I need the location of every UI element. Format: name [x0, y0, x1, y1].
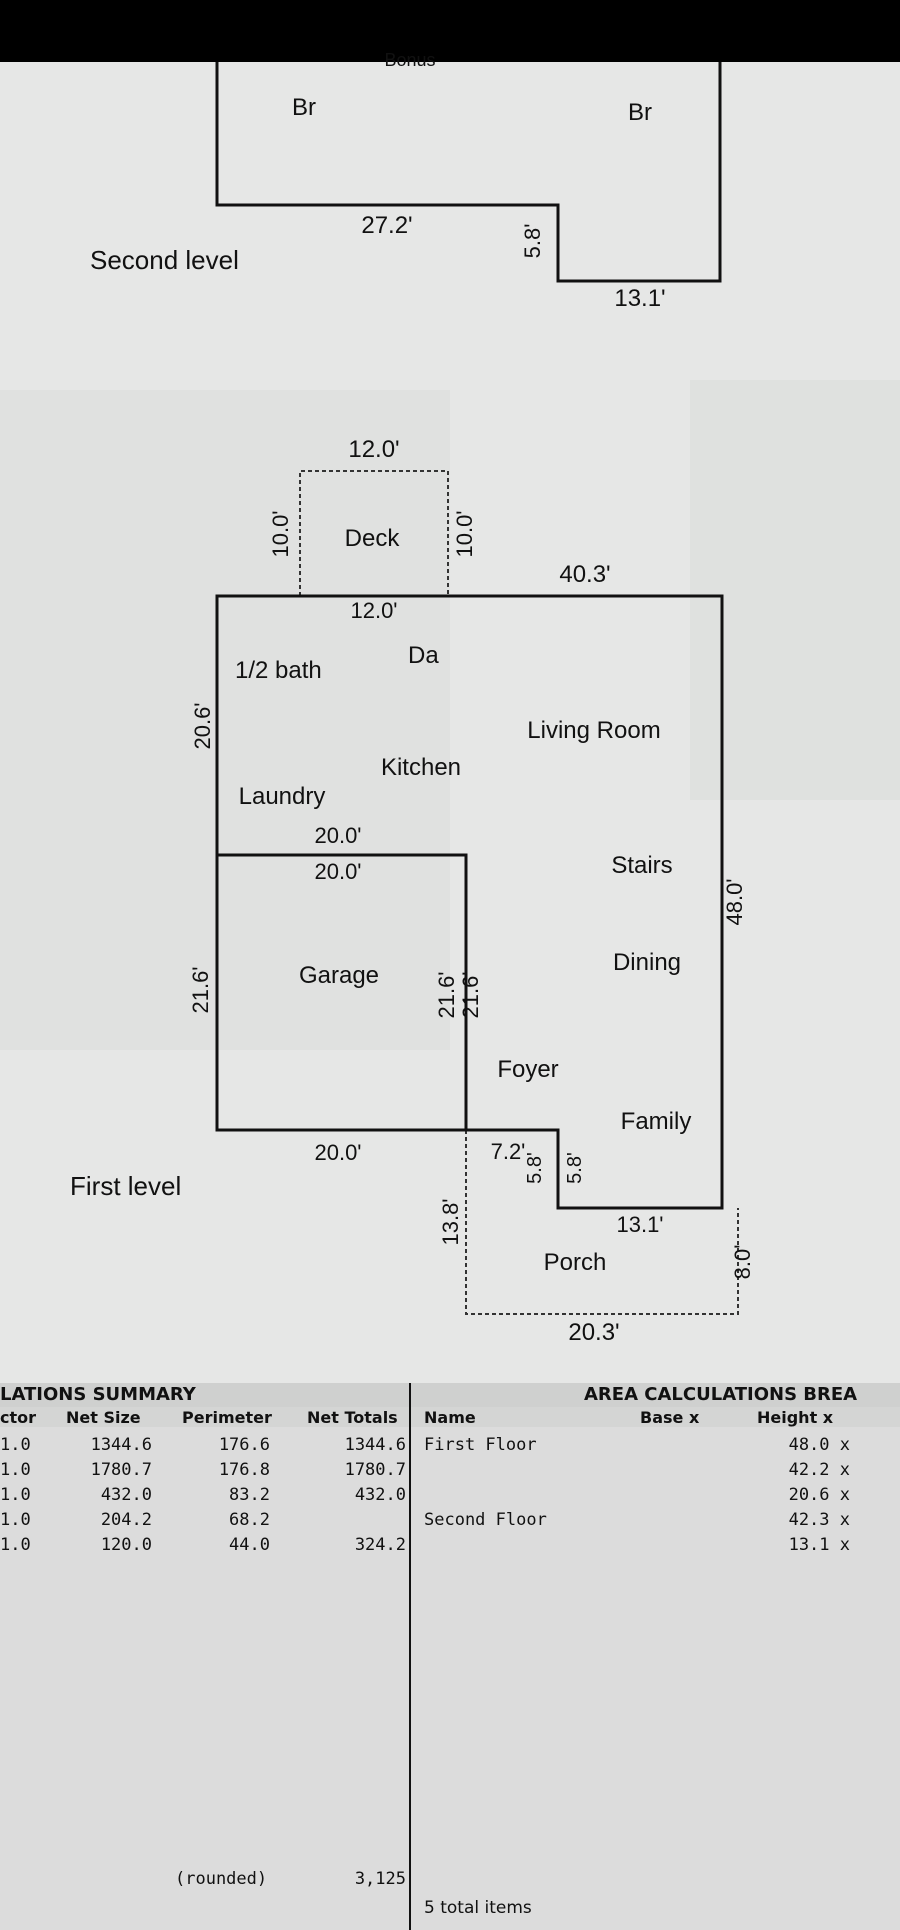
room-porch: Porch	[544, 1249, 607, 1276]
dim-garage-top-20: 20.0'	[314, 859, 361, 884]
summary-row-3-factor: 1.0	[0, 1485, 31, 1505]
breakdown-row-4-height: 42.3 x	[788, 1510, 850, 1530]
summary-row-3-perimeter: 83.2	[229, 1485, 270, 1505]
second-level-caption: Second level	[90, 245, 239, 275]
breakdown-row-1-height: 48.0 x	[788, 1435, 850, 1455]
dim-5-8-right: 5.8'	[564, 1152, 586, 1184]
summary-row-1-factor: 1.0	[0, 1435, 31, 1455]
breakdown-title: AREA CALCULATIONS BREA	[584, 1384, 858, 1405]
room-living-room: Living Room	[527, 717, 660, 744]
top-black-bar	[0, 0, 900, 62]
summary-row-3-net-size: 432.0	[100, 1485, 152, 1505]
dim-right-48: 48.0'	[722, 878, 747, 925]
rounded-total: 3,125	[354, 1869, 406, 1889]
summary-row-5-net-total: 324.2	[354, 1535, 406, 1555]
dim-deck-left: 10.0'	[268, 510, 293, 557]
dim-porch-13-8: 13.8'	[438, 1198, 463, 1245]
dim-5-8: 5.8'	[520, 224, 545, 259]
room-deck: Deck	[345, 525, 401, 552]
room-stairs: Stairs	[611, 852, 672, 879]
rounded-label: (rounded)	[175, 1869, 268, 1889]
summary-title: LATIONS SUMMARY	[0, 1384, 196, 1405]
second-level-outline	[215, 62, 722, 283]
room-da: Da	[408, 642, 439, 669]
summary-row-4-factor: 1.0	[0, 1510, 31, 1530]
faded-back-photo	[0, 390, 450, 1050]
summary-row-2-net-size: 1780.7	[90, 1460, 152, 1480]
dim-foyer-21-6: 21.6'	[458, 971, 483, 1018]
dim-top-40-3: 40.3'	[559, 561, 610, 588]
summary-row-2-perimeter: 176.8	[218, 1460, 270, 1480]
room-garage: Garage	[299, 962, 379, 989]
room-br-2: Br	[628, 99, 652, 126]
room-laundry: Laundry	[239, 783, 326, 810]
dim-garage-left-21-6: 21.6'	[188, 966, 213, 1013]
dim-5-8-left: 5.8'	[524, 1152, 546, 1184]
dim-deck-top: 12.0'	[348, 436, 399, 463]
header-factor: ctor	[0, 1408, 37, 1427]
header-perimeter: Perimeter	[182, 1408, 272, 1427]
dim-13-1: 13.1'	[614, 285, 665, 312]
first-level-outline	[215, 594, 724, 1210]
header-base: Base x	[640, 1408, 700, 1427]
dim-7-2: 7.2'	[491, 1139, 526, 1164]
summary-row-3-net-total: 432.0	[354, 1485, 406, 1505]
breakdown-row-5-height: 13.1 x	[788, 1535, 850, 1555]
header-net-size: Net Size	[66, 1408, 141, 1427]
table-background	[0, 1383, 900, 1930]
dim-deck-right: 10.0'	[452, 510, 477, 557]
summary-row-2-factor: 1.0	[0, 1460, 31, 1480]
floor-plan-sketch: Bonus Br Br 27.2' 5.8' 13.1' Second leve…	[0, 50, 900, 1346]
deck-outline	[299, 470, 449, 596]
faded-back-text	[690, 380, 900, 800]
dim-13-1-first: 13.1'	[616, 1212, 663, 1237]
summary-row-4-net-size: 204.2	[100, 1510, 152, 1530]
column-divider	[409, 1383, 411, 1930]
dim-deck-base: 12.0'	[350, 598, 397, 623]
breakdown-row-3-height: 20.6 x	[788, 1485, 850, 1505]
header-net-totals: Net Totals	[307, 1408, 398, 1427]
summary-row-5-perimeter: 44.0	[229, 1535, 270, 1555]
header-height: Height x	[757, 1408, 834, 1427]
dim-27-2: 27.2'	[361, 212, 412, 239]
first-level-caption: First level	[70, 1171, 181, 1201]
summary-row-4-perimeter: 68.2	[229, 1510, 270, 1530]
dim-garage-right-21-6: 21.6'	[434, 971, 459, 1018]
summary-row-5-factor: 1.0	[0, 1535, 31, 1555]
breakdown-row-2-height: 42.2 x	[788, 1460, 850, 1480]
breakdown-row-1-name: First Floor	[424, 1435, 537, 1455]
room-kitchen: Kitchen	[381, 754, 461, 781]
room-half-bath: 1/2 bath	[235, 657, 322, 684]
dim-laundry-20: 20.0'	[314, 823, 361, 848]
summary-row-1-perimeter: 176.6	[218, 1435, 270, 1455]
header-name: Name	[424, 1408, 476, 1427]
calculations-table: LATIONS SUMMARY AREA CALCULATIONS BREA c…	[0, 1383, 900, 1930]
dim-garage-bottom-20: 20.0'	[314, 1140, 361, 1165]
summary-row-2-net-total: 1780.7	[344, 1460, 406, 1480]
title-row-band	[0, 1383, 900, 1407]
total-items: 5 total items	[424, 1898, 532, 1918]
bonus-partial-label: Bonus	[384, 50, 435, 70]
summary-row-1-net-size: 1344.6	[90, 1435, 152, 1455]
room-br-1: Br	[292, 94, 316, 121]
summary-row-1-net-total: 1344.6	[344, 1435, 406, 1455]
porch-outline	[465, 1130, 739, 1315]
dim-porch-20-3: 20.3'	[568, 1319, 619, 1346]
room-foyer: Foyer	[497, 1056, 558, 1083]
dim-porch-8-0: 8.0'	[730, 1245, 755, 1280]
breakdown-row-4-name: Second Floor	[424, 1510, 547, 1530]
summary-row-5-net-size: 120.0	[100, 1535, 152, 1555]
header-row-band	[0, 1407, 900, 1427]
dim-left-20-6: 20.6'	[190, 702, 215, 749]
room-family: Family	[621, 1108, 692, 1135]
room-dining: Dining	[613, 949, 681, 976]
